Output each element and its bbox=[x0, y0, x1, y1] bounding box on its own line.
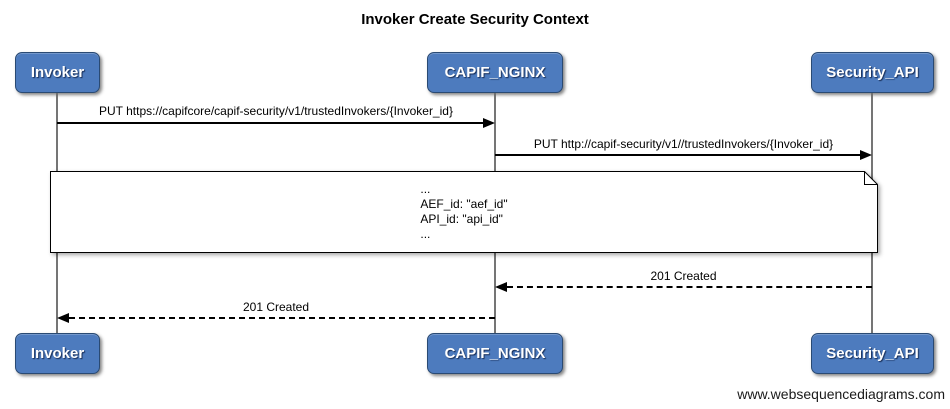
arrowhead-right-icon bbox=[860, 150, 872, 160]
message-label-201-created-right: 201 Created bbox=[650, 269, 717, 283]
actor-label-security-api-top: Security_API bbox=[826, 64, 919, 81]
message-line-201-created-right bbox=[507, 286, 872, 288]
note-line-aef-id: AEF_id: "aef_id" bbox=[420, 197, 508, 211]
actor-box-security-api-top: Security_API bbox=[811, 52, 934, 93]
message-line-put-trusted-invokers bbox=[57, 122, 483, 124]
actor-box-capif-nginx-top: CAPIF_NGINX bbox=[427, 52, 563, 93]
message-line-put-capif-security bbox=[495, 154, 860, 156]
note-line-ellipsis-top: ... bbox=[420, 182, 431, 196]
note-shape-icon bbox=[50, 171, 878, 253]
actor-box-capif-nginx-bottom: CAPIF_NGINX bbox=[427, 333, 563, 374]
message-label-put-trusted-invokers: PUT https://capifcore/capif-security/v1/… bbox=[99, 104, 453, 118]
actor-box-invoker-top: Invoker bbox=[15, 52, 100, 93]
arrowhead-left-icon bbox=[495, 282, 507, 292]
actor-box-invoker-bottom: Invoker bbox=[15, 333, 100, 374]
message-line-201-created-left bbox=[69, 317, 495, 319]
actor-label-security-api-bottom: Security_API bbox=[826, 345, 919, 362]
message-label-put-capif-security: PUT http://capif-security/v1//trustedInv… bbox=[533, 137, 834, 151]
watermark: www.websequencediagrams.com bbox=[737, 386, 945, 402]
message-label-201-created-left: 201 Created bbox=[242, 300, 310, 314]
actor-label-capif-nginx-top: CAPIF_NGINX bbox=[444, 64, 546, 81]
note-line-api-id: API_id: "api_id" bbox=[420, 212, 503, 226]
actor-box-security-api-bottom: Security_API bbox=[811, 333, 934, 374]
note-text-wrap: ... AEF_id: "aef_id" API_id: "api_id" ..… bbox=[50, 171, 878, 253]
diagram-title: Invoker Create Security Context bbox=[361, 11, 589, 28]
note-text: ... AEF_id: "aef_id" API_id: "api_id" ..… bbox=[420, 182, 507, 242]
actor-label-invoker-bottom: Invoker bbox=[30, 345, 85, 362]
actor-label-capif-nginx-bottom: CAPIF_NGINX bbox=[444, 345, 546, 362]
arrowhead-right-icon bbox=[483, 118, 495, 128]
note-line-ellipsis-bottom: ... bbox=[420, 227, 431, 241]
note-box: ... AEF_id: "aef_id" API_id: "api_id" ..… bbox=[50, 171, 878, 253]
arrowhead-left-icon bbox=[57, 313, 69, 323]
actor-label-invoker-top: Invoker bbox=[30, 64, 85, 81]
